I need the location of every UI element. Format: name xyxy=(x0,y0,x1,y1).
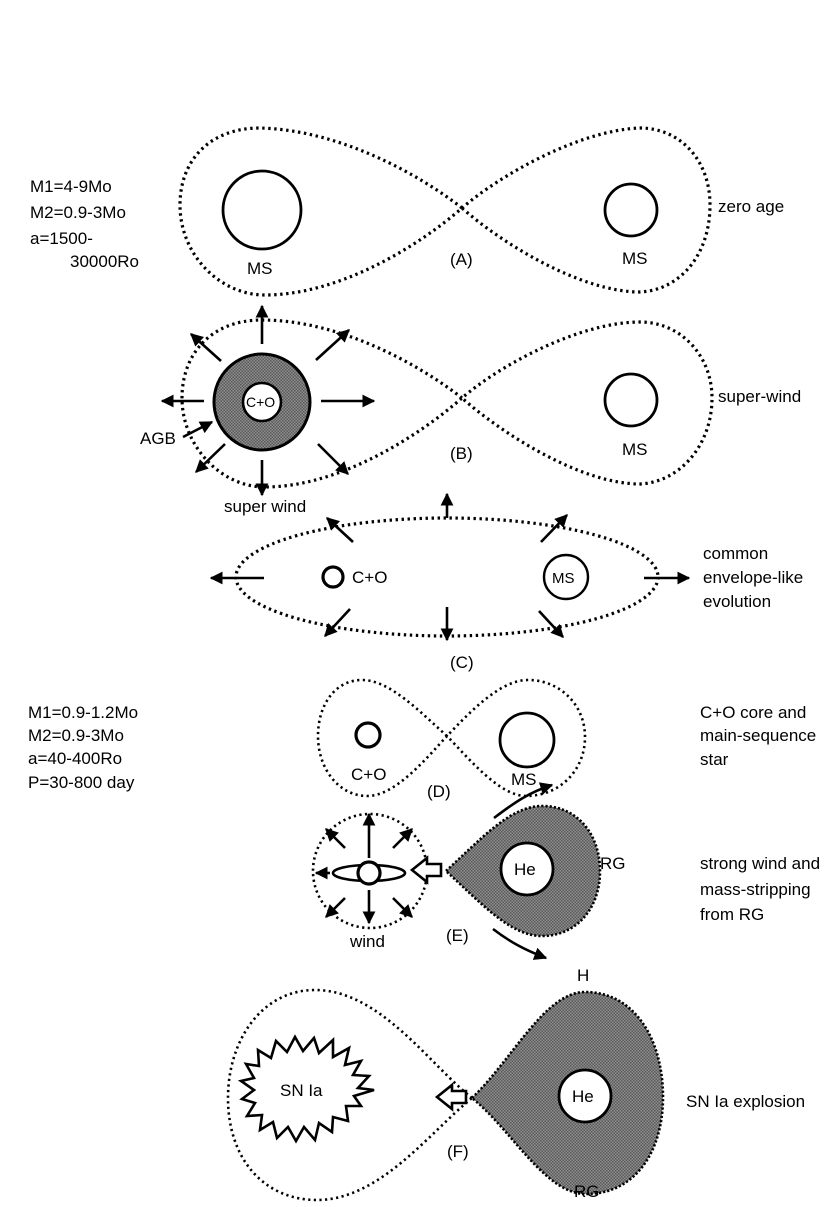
panel-d: C+O MS (D) C+O core and main-sequence st… xyxy=(316,678,816,801)
initial-parameters: M1=4-9Mo M2=0.9-3Mo a=1500- 30000Ro xyxy=(30,177,139,271)
panel-tag: (D) xyxy=(427,782,451,801)
stage-label: SN Ia explosion xyxy=(686,1092,805,1111)
param-m1: M1=0.9-1.2Mo xyxy=(28,703,138,722)
secondary-star-circle xyxy=(498,711,556,769)
stage-label-line: common xyxy=(703,544,768,563)
panel-e: He RG wind (E) strong wind and mass-stri… xyxy=(311,782,820,960)
primary-star-label: MS xyxy=(247,259,273,278)
supernova-label: SN Ia xyxy=(280,1081,323,1100)
wind-arrow xyxy=(195,443,226,473)
stripping-arrow xyxy=(492,927,548,960)
wind-arrow xyxy=(317,443,349,475)
param-m1: M1=4-9Mo xyxy=(30,177,112,196)
core-circle xyxy=(354,721,382,749)
stage-label-line: from RG xyxy=(700,905,764,924)
core-circle xyxy=(321,565,345,589)
outflow-arrow xyxy=(326,517,354,543)
wind-arrow xyxy=(392,828,413,849)
secondary-star-label: MS xyxy=(622,249,648,268)
stage-label-line: mass-stripping xyxy=(700,880,811,899)
wd-roche-lobe xyxy=(226,988,475,1202)
helium-core-label: He xyxy=(514,860,536,879)
panel-c: C+O MS (C) common envelope-like evolutio… xyxy=(209,492,803,672)
panel-f: He SN Ia H RG (F) SN Ia explosion xyxy=(226,966,805,1202)
stage-label-line: star xyxy=(700,750,729,769)
core-circle xyxy=(241,381,283,423)
helium-core-label: He xyxy=(572,1087,594,1106)
panel-a: MS MS (A) zero age xyxy=(178,126,784,297)
outflow-arrow xyxy=(540,514,568,543)
stage-label-line: C+O core and xyxy=(700,703,806,722)
stage-label-line: main-sequence xyxy=(700,726,816,745)
hydrogen-envelope-label: H xyxy=(577,966,589,985)
stage-label-line: envelope-like xyxy=(703,568,803,587)
wind-arrow xyxy=(190,333,222,362)
wind-arrow xyxy=(315,329,350,361)
secondary-star-circle xyxy=(603,182,659,238)
giant-label: RG xyxy=(574,1182,600,1201)
helium-core-circle xyxy=(557,1068,613,1124)
secondary-star-label: MS xyxy=(622,440,648,459)
panel-tag: (E) xyxy=(446,926,469,945)
stage-label: super-wind xyxy=(718,387,801,406)
param-m2: M2=0.9-3Mo xyxy=(28,726,124,745)
stripping-arrow xyxy=(493,782,554,820)
param-a: a=1500- xyxy=(30,229,93,248)
mass-transfer-arrow xyxy=(434,1082,468,1112)
panel-tag: (F) xyxy=(447,1142,469,1161)
helium-core-circle xyxy=(499,841,555,897)
core-label: C+O xyxy=(351,765,386,784)
param-a: a=40-400Ro xyxy=(28,749,122,768)
panel-b: C+O MS (B) super-wind AGB super wind xyxy=(140,304,801,516)
roche-lobe-outline xyxy=(178,126,712,297)
param-a-cont: 30000Ro xyxy=(70,252,139,271)
roche-lobe-outline xyxy=(316,678,587,798)
secondary-star-label: MS xyxy=(552,570,575,587)
stage-label-line: strong wind and xyxy=(700,854,820,873)
final-parameters: M1=0.9-1.2Mo M2=0.9-3Mo a=40-400Ro P=30-… xyxy=(28,703,138,792)
panel-tag: (C) xyxy=(450,653,474,672)
primary-star-circle xyxy=(221,169,303,251)
panel-tag: (A) xyxy=(450,250,473,269)
core-label: C+O xyxy=(352,568,387,587)
wind-arrow xyxy=(392,897,413,918)
wind-label: wind xyxy=(349,932,385,951)
outflow-arrow xyxy=(324,608,351,637)
param-m2: M2=0.9-3Mo xyxy=(30,203,126,222)
giant-label: RG xyxy=(600,854,626,873)
secondary-star-label: MS xyxy=(511,770,537,789)
agb-pointer-arrow xyxy=(182,420,214,439)
secondary-star-circle xyxy=(603,372,659,428)
stage-label-line: evolution xyxy=(703,592,771,611)
secondary-star-circle xyxy=(542,553,590,601)
wind-arrow xyxy=(325,828,346,849)
stage-label: zero age xyxy=(718,197,784,216)
wind-arrow xyxy=(325,897,346,918)
param-period: P=30-800 day xyxy=(28,773,135,792)
mass-transfer-arrow xyxy=(409,855,443,885)
panel-tag: (B) xyxy=(450,444,473,463)
supernova-burst xyxy=(237,1034,375,1144)
white-dwarf-circle xyxy=(356,860,382,886)
roche-lobe-outline xyxy=(180,318,714,489)
giant-label: AGB xyxy=(140,429,176,448)
outflow-arrow xyxy=(538,610,564,638)
core-label: C+O xyxy=(246,394,275,410)
wind-label: super wind xyxy=(224,497,306,516)
